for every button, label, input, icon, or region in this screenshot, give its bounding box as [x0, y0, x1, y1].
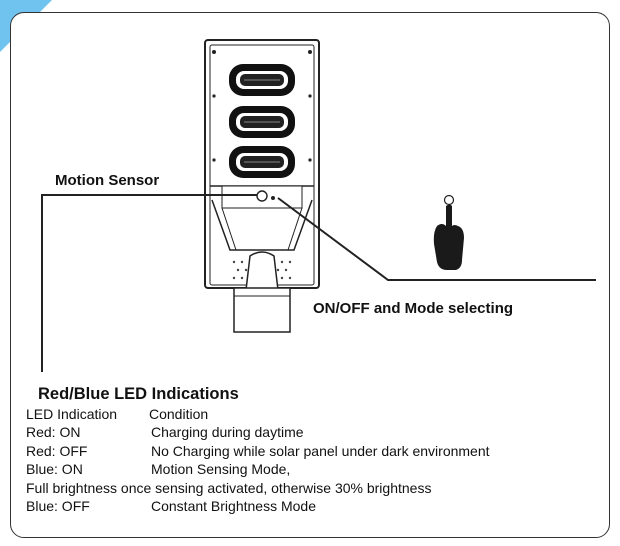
row-condition: Charging during daytime — [151, 424, 304, 441]
row-indication: Blue: OFF — [26, 498, 90, 515]
table-row: Blue: ON Motion Sensing Mode, — [26, 460, 490, 478]
header-condition: Condition — [149, 406, 209, 422]
led-module-1 — [229, 64, 295, 96]
vent-dots — [232, 260, 292, 280]
motion-sensor-leader — [41, 194, 257, 372]
row-indication: Red: ON — [26, 424, 81, 441]
motion-sensor-label: Motion Sensor — [55, 172, 160, 189]
onoff-mode-label: ON/OFF and Mode selecting — [313, 300, 514, 317]
onoff-leader — [277, 197, 596, 281]
led-indications-title: Red/Blue LED Indications — [38, 385, 239, 403]
table-note: Full brightness once sensing activated, … — [26, 479, 432, 496]
screw-dots — [212, 50, 312, 162]
table-row: Red: ON Charging during daytime — [26, 423, 490, 441]
row-condition: Constant Brightness Mode — [151, 498, 316, 515]
row-condition: No Charging while solar panel under dark… — [151, 442, 490, 459]
sensor-eye — [256, 190, 268, 202]
led-module-3 — [229, 146, 295, 178]
row-condition: Motion Sensing Mode, — [151, 461, 291, 478]
led-module-2 — [229, 106, 295, 138]
table-row: Red: OFF No Charging while solar panel un… — [26, 442, 490, 460]
pointing-hand-icon — [433, 194, 464, 270]
mode-button — [271, 196, 275, 200]
mounting-arm — [245, 251, 279, 291]
lamp-neck — [211, 199, 313, 251]
table-row: Blue: OFF Constant Brightness Mode — [26, 497, 490, 515]
led-table-header: LED Indication Condition — [26, 405, 490, 423]
mounting-post — [233, 287, 291, 333]
led-indications-table: LED Indication Condition Red: ON Charging … — [26, 405, 490, 515]
row-indication: Red: OFF — [26, 442, 88, 459]
header-indication: LED Indication — [26, 406, 118, 422]
row-indication: Blue: ON — [26, 461, 83, 478]
